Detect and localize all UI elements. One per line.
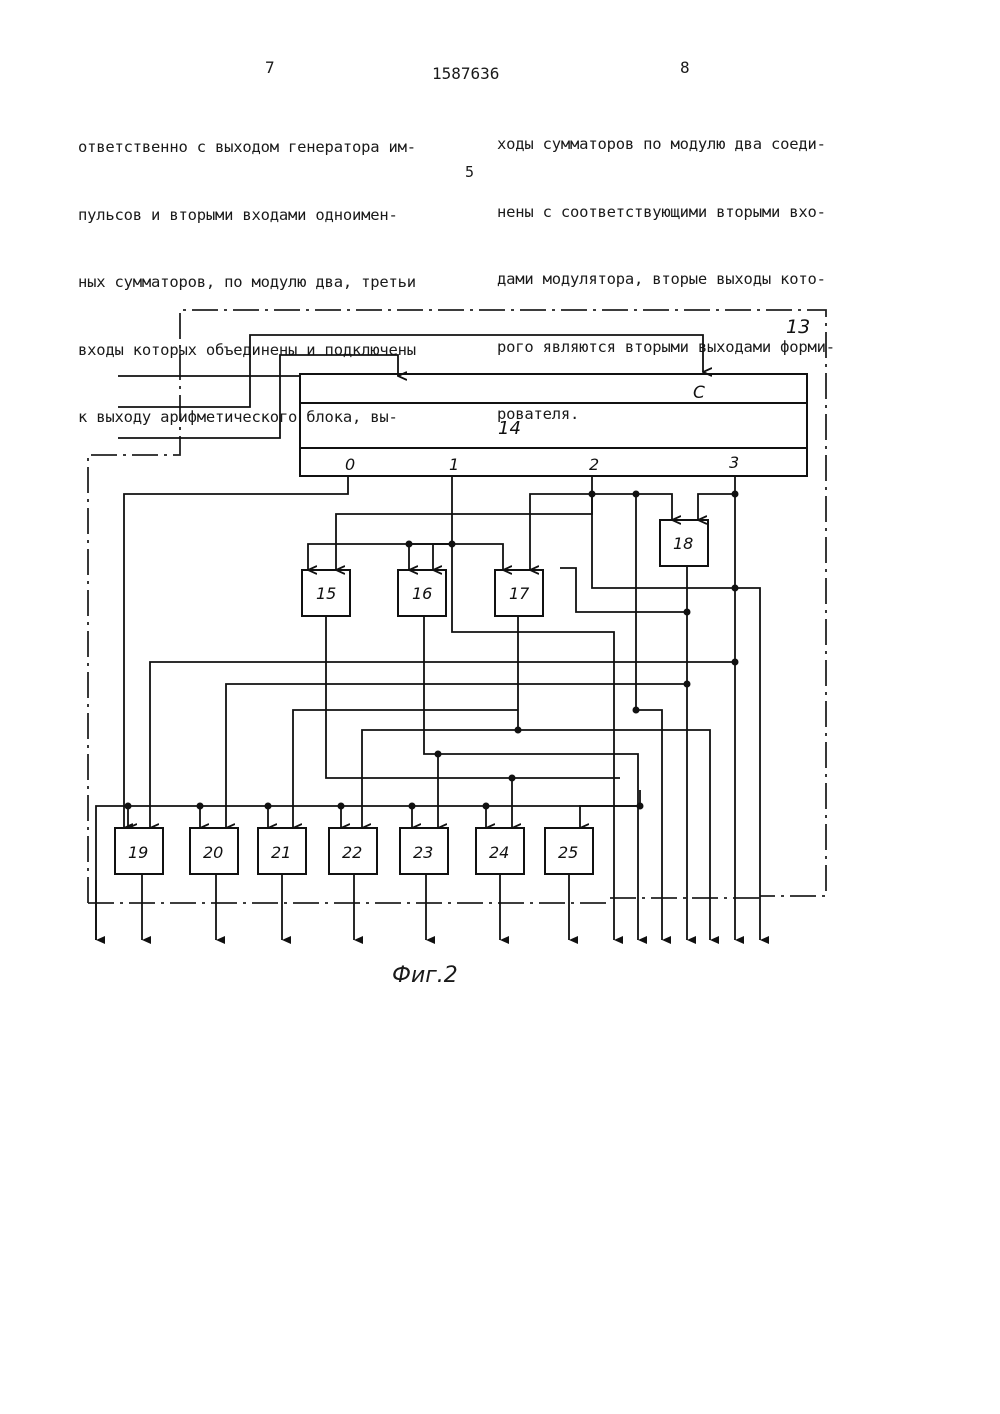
output-1-label: 1 [449, 455, 459, 474]
label-14: 14 [498, 418, 521, 439]
label-25: 25 [558, 843, 578, 862]
label-18: 18 [673, 534, 693, 553]
figure-caption: Фиг.2 [392, 963, 458, 988]
label-c: C [693, 383, 705, 403]
output-0-label: 0 [345, 455, 355, 474]
input-wires [118, 335, 703, 438]
output-3-label: 3 [729, 453, 739, 472]
label-24: 24 [489, 843, 509, 862]
label-19: 19 [128, 843, 148, 862]
output-arrows [142, 874, 569, 940]
junction-dots [125, 491, 739, 810]
label-16: 16 [412, 584, 432, 603]
label-20: 20 [203, 843, 223, 862]
label-15: 15 [316, 584, 336, 603]
boundary-13 [88, 310, 826, 903]
output-2-label: 2 [589, 455, 599, 474]
label-21: 21 [271, 843, 291, 862]
label-17: 17 [509, 584, 530, 603]
label-13: 13 [786, 316, 810, 338]
label-23: 23 [413, 843, 433, 862]
label-22: 22 [342, 843, 362, 862]
